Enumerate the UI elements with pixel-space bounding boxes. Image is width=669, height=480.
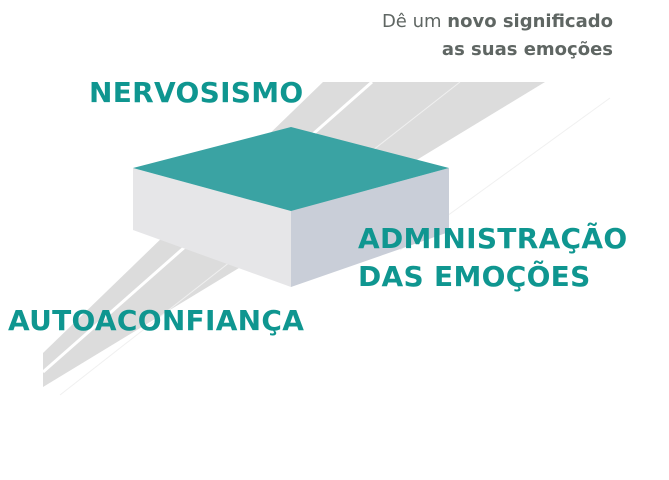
label-administracao-line-1: ADMINISTRAÇÃO <box>358 222 628 255</box>
box-left-face <box>133 168 291 287</box>
label-nervosismo: NERVOSISMO <box>89 76 304 109</box>
tagline-bold: novo significado <box>447 11 613 32</box>
box-right-face <box>291 168 449 287</box>
label-administracao-line-2: DAS EMOÇÕES <box>358 260 591 293</box>
tagline-line-2: as suas emoções <box>441 39 613 60</box>
box-top-face <box>133 127 449 211</box>
label-autoconfianca: AUTOACONFIANÇA <box>8 304 305 337</box>
tagline-line-1: Dê um novo significado <box>382 8 613 36</box>
tagline-light: Dê um <box>381 11 442 32</box>
tagline: Dê um novo significado as suas emoções <box>382 8 613 64</box>
